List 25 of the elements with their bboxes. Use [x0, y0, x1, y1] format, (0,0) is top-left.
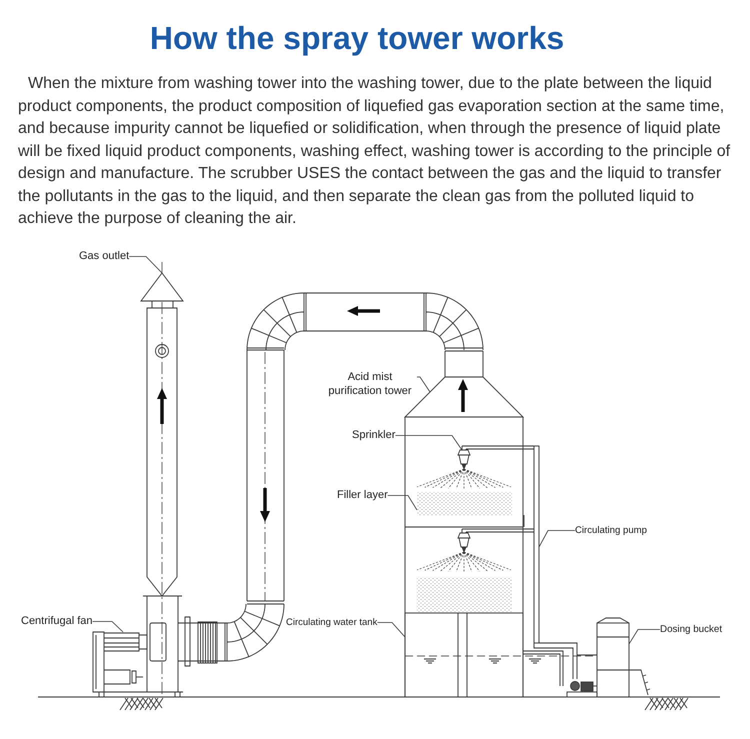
title: How the spray tower works [148, 19, 566, 57]
fan-motor [92, 632, 148, 692]
leader-line [376, 622, 406, 638]
leader-line [538, 530, 576, 548]
part-label: Circulating water tank [286, 616, 378, 629]
part-label: Filler layer [337, 489, 388, 502]
part-label: Dosing bucket [660, 623, 722, 636]
part-label: Sprinkler [352, 429, 396, 442]
leader-line [387, 495, 418, 510]
chimney-cap [140, 272, 184, 302]
leader-line [128, 256, 162, 274]
leader-line [416, 376, 430, 392]
leader-line [628, 629, 660, 644]
sprinkler-nozzle [457, 450, 471, 470]
filler-layer [417, 492, 512, 516]
part-label: Gas outlet [79, 250, 130, 263]
leader-line [395, 435, 462, 450]
water-tank [404, 612, 524, 698]
part-label: Centrifugal fan [21, 615, 93, 628]
leader-line [92, 621, 124, 632]
part-label: Circulating pump [575, 524, 647, 537]
part-label: Acid mist purification tower [323, 370, 417, 398]
pipe [534, 446, 540, 644]
dosing-tank [596, 618, 630, 698]
description-paragraph: When the mixture from washing tower into the washing tower, due to the plate between the liquid product components, the product composition of liquefied gas evaporation section at the same time, and because impurity cannot be liquefied or solidification, when through the presence of liquid plate will be fixed liquid product components, washing effect, washing tower is according to the principle of design and manufacture. The scrubber USES the contact between the gas and the liquid to transfer the pollutants in the gas to the liquid, and then separate the clean gas from the polluted liquid to achieve the purpose of cleaning the air. [18, 74, 732, 229]
